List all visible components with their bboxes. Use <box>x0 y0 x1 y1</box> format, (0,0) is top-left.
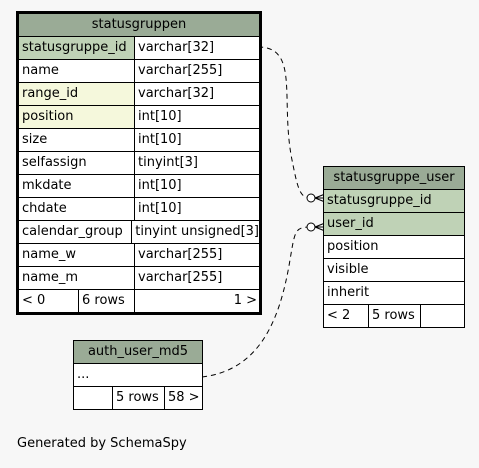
column-name: statusgruppe_id <box>327 193 432 208</box>
footer-parents[interactable]: < 2 <box>324 305 369 327</box>
column-type: varchar[32] <box>135 83 259 105</box>
column-row[interactable]: ... <box>74 364 202 386</box>
column-type: varchar[32] <box>135 37 259 59</box>
column-type: tinyint[3] <box>135 152 259 174</box>
column-name: ... <box>77 367 90 382</box>
footer-rows: 5 rows <box>113 387 165 409</box>
edge-statusgruppen-to-statusgruppe-user <box>257 46 312 199</box>
edge-end-circle-2 <box>306 222 316 232</box>
column-type: int[10] <box>135 106 259 128</box>
column-name: mkdate <box>19 175 135 197</box>
table-footer: < 2 5 rows <box>324 304 464 327</box>
table-title[interactable]: auth_user_md5 <box>74 341 202 364</box>
column-name: chdate <box>19 198 135 220</box>
column-name: size <box>19 129 135 151</box>
edge-auth-user-to-statusgruppe-user <box>201 226 312 378</box>
table-auth-user-md5[interactable]: auth_user_md5 ... 5 rows 58 > <box>73 340 203 410</box>
table-statusgruppe-user[interactable]: statusgruppe_user statusgruppe_id user_id… <box>323 166 465 328</box>
column-type: int[10] <box>135 198 259 220</box>
table-footer: < 0 6 rows 1 > <box>19 289 259 312</box>
footer-parents[interactable]: < 0 <box>19 290 79 312</box>
footer-children[interactable] <box>421 305 464 327</box>
footer-parents[interactable] <box>74 387 113 409</box>
generated-by-label: Generated by SchemaSpy <box>17 436 187 451</box>
column-row[interactable]: statusgruppe_id <box>324 190 464 213</box>
table-footer: 5 rows 58 > <box>74 386 202 409</box>
column-row[interactable]: position <box>324 236 464 259</box>
column-row[interactable]: visible <box>324 259 464 282</box>
footer-rows: 6 rows <box>79 290 135 312</box>
column-name: position <box>327 239 379 254</box>
column-name: name_m <box>19 267 135 289</box>
column-type: varchar[255] <box>135 244 259 266</box>
column-type: varchar[255] <box>135 60 259 82</box>
column-type: int[10] <box>135 129 259 151</box>
column-type: tinyint unsigned[3] <box>132 221 259 243</box>
table-title[interactable]: statusgruppe_user <box>324 167 464 190</box>
column-name: user_id <box>327 216 374 231</box>
column-row[interactable]: inherit <box>324 282 464 304</box>
footer-children[interactable]: 1 > <box>233 293 257 308</box>
column-name: name_w <box>19 244 135 266</box>
table-title[interactable]: statusgruppen <box>19 14 259 37</box>
column-name: position <box>19 106 135 128</box>
column-type: varchar[255] <box>135 267 259 289</box>
column-type: int[10] <box>135 175 259 197</box>
column-name: statusgruppe_id <box>19 37 135 59</box>
footer-children[interactable]: 58 > <box>168 390 200 405</box>
column-name: range_id <box>19 83 135 105</box>
column-row[interactable]: user_id <box>324 213 464 236</box>
column-name: inherit <box>327 285 370 300</box>
column-name: calendar_group <box>19 221 133 243</box>
column-name: visible <box>327 262 369 277</box>
column-name: selfassign <box>19 152 135 174</box>
footer-rows: 5 rows <box>369 305 421 327</box>
edge-end-circle-1 <box>306 193 316 203</box>
column-name: name <box>19 60 135 82</box>
